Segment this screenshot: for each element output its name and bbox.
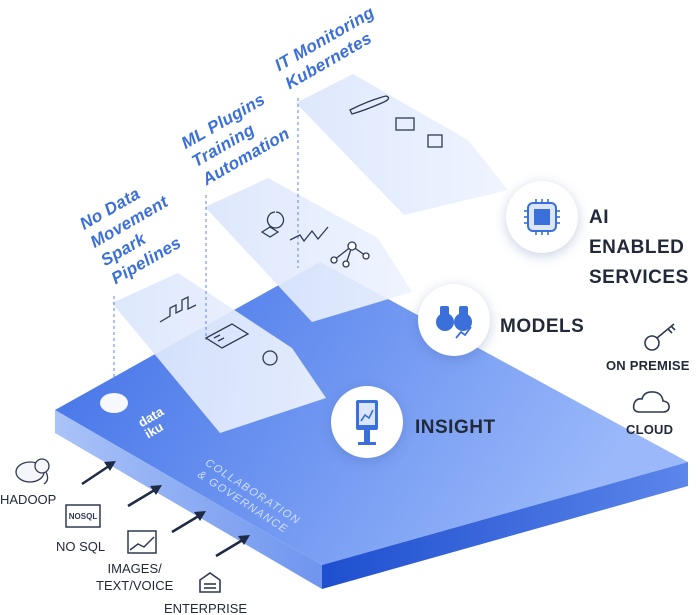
dashed-connectors [113,98,299,392]
source-arrowheads [104,461,250,545]
nosql-icon [65,504,101,528]
image-icon [127,530,157,554]
kiosk-icon [356,400,378,445]
ai-services-label: AI ENABLED SERVICES [589,203,689,293]
ai-circle [506,181,578,253]
platform-left-side [55,410,322,589]
ai-line-1: AI [589,207,609,228]
images-line-2: TEXT/VOICE [96,578,174,593]
cloud-label: CLOUD [626,422,674,437]
ai-line-2: ENABLED [589,237,685,258]
key-icon [644,323,676,351]
dataiku-bird-icon [100,393,128,413]
on-premise-label: ON PREMISE [606,358,690,373]
panel-glyphs [159,95,443,366]
layer-panel-bottom [112,273,326,433]
models-circle [418,284,490,356]
source-arrows [81,462,247,558]
insight-label: INSIGHT [415,417,496,438]
enterprise-label: ENTERPRISE [164,601,248,615]
layer-panel-top [296,74,508,215]
building-icon [199,572,221,593]
ai-line-3: SERVICES [589,267,689,288]
models-label: MODELS [500,316,585,337]
binoculars-icon [436,306,472,339]
chip-icon [524,199,560,235]
insight-circle [331,386,403,458]
layer-panel-middle [205,178,412,322]
cloud-icon [632,391,670,413]
elephant-icon [15,458,50,485]
nosql-badge-text: NOSQL [69,512,98,521]
images-label: IMAGES/ TEXT/VOICE [96,560,173,594]
network-glyph [330,241,370,268]
platform-right-side [322,462,688,589]
nosql-label: NO SQL [56,539,106,554]
images-line-1: IMAGES/ [107,561,162,576]
hadoop-label: HADOOP [0,492,57,507]
